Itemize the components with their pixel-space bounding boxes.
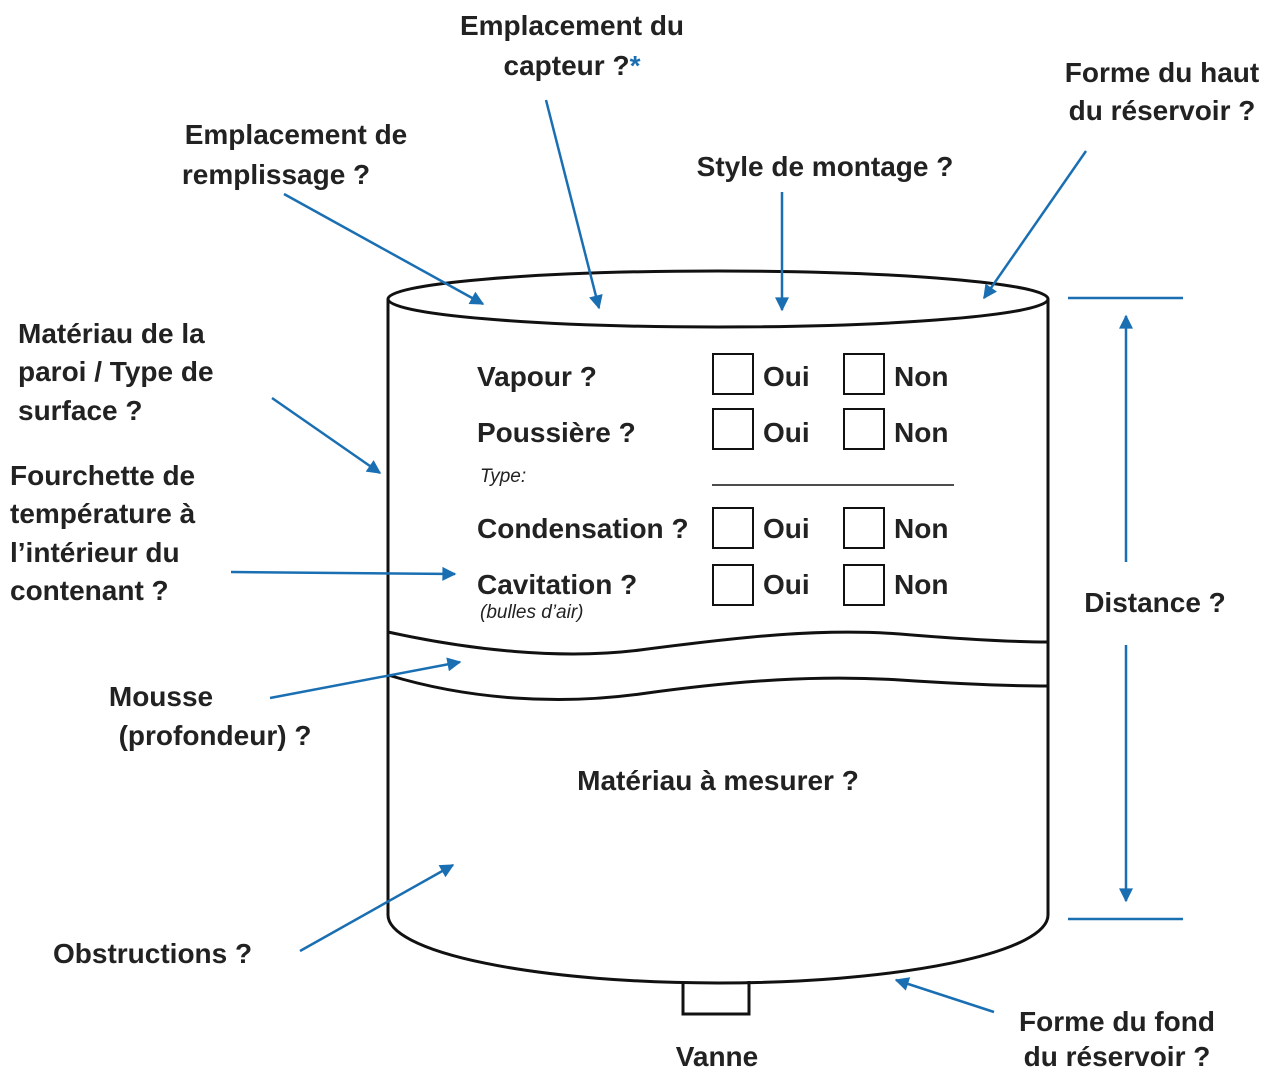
wall-material-label-line3: surface ?	[18, 395, 143, 426]
tank-bottom-curve	[386, 914, 1050, 985]
fill-location-arrow	[283, 192, 485, 306]
distance-label: Distance ?	[1084, 587, 1226, 618]
temperature-label-line3: l’intérieur du	[10, 537, 180, 568]
cavitation-no-label: Non	[894, 569, 948, 600]
sensor-location-label-line1: Emplacement du	[460, 10, 684, 41]
vapour-yes-checkbox[interactable]	[712, 353, 754, 395]
vapour-no-label: Non	[894, 361, 948, 392]
dust-label: Poussière ?	[477, 417, 636, 448]
vapour-no-checkbox[interactable]	[843, 353, 885, 395]
foam-arrow	[269, 657, 462, 700]
cavitation-label: Cavitation ?	[477, 569, 637, 600]
dust-no-checkbox[interactable]	[843, 408, 885, 450]
condensation-no-checkbox[interactable]	[843, 507, 885, 549]
cavitation-yes-checkbox[interactable]	[712, 564, 754, 606]
tank-top-arrow	[982, 150, 1088, 300]
fill-location-label-line2: remplissage ?	[182, 159, 370, 190]
sensor-location-asterisk: *	[630, 50, 641, 81]
sensor-location-arrow	[544, 99, 603, 310]
tank-bottom-arrow	[894, 977, 995, 1014]
valve-label: Vanne	[676, 1041, 758, 1070]
checklist: Vapour ? Oui Non Poussière ? Oui Non Typ…	[477, 353, 954, 623]
vapour-label: Vapour ?	[477, 361, 597, 392]
foam-bottom-wave	[387, 673, 1049, 701]
dust-no-label: Non	[894, 417, 948, 448]
wall-material-label-line2: paroi / Type de	[18, 356, 214, 387]
vapour-yes-label: Oui	[763, 361, 810, 392]
obstructions-label: Obstructions ?	[53, 938, 252, 969]
tank-top-label-line2: du réservoir ?	[1069, 95, 1256, 126]
foam-label-line2: (profondeur) ?	[119, 720, 312, 751]
valve	[681, 981, 751, 1016]
foam-top-wave	[387, 630, 1049, 656]
fill-location-label-line1: Emplacement de	[185, 119, 408, 150]
tank	[386, 269, 1050, 1016]
cavitation-yes-label: Oui	[763, 569, 810, 600]
cavitation-no-checkbox[interactable]	[843, 564, 885, 606]
condensation-no-label: Non	[894, 513, 948, 544]
sensor-location-label-line2: capteur ?*	[504, 50, 641, 81]
obstructions-arrow	[299, 863, 455, 953]
wall-material-label-line1: Matériau de la	[18, 318, 205, 349]
condensation-yes-label: Oui	[763, 513, 810, 544]
foam-label-line1: Mousse	[109, 681, 213, 712]
material-to-measure-label: Matériau à mesurer ?	[577, 765, 859, 796]
temperature-label-line2: température à	[10, 498, 196, 529]
temperature-label-line1: Fourchette de	[10, 460, 195, 491]
tank-bottom-label-line2: du réservoir ?	[1024, 1041, 1211, 1070]
cavitation-note: (bulles d’air)	[480, 602, 583, 623]
dust-yes-label: Oui	[763, 417, 810, 448]
condensation-label: Condensation ?	[477, 513, 689, 544]
tank-top-label-line1: Forme du haut	[1065, 57, 1259, 88]
wall-material-arrow	[271, 396, 382, 475]
temperature-label-line4: contenant ?	[10, 575, 169, 606]
tank-bottom-label-line1: Forme du fond	[1019, 1006, 1215, 1037]
callout-arrows	[230, 99, 1183, 1014]
temperature-arrow	[230, 566, 457, 581]
condensation-yes-checkbox[interactable]	[712, 507, 754, 549]
dust-type-label: Type:	[480, 466, 526, 487]
mounting-style-label: Style de montage ?	[697, 151, 954, 182]
dust-yes-checkbox[interactable]	[712, 408, 754, 450]
tank-top-ellipse	[386, 269, 1050, 329]
callout-labels: Emplacement du capteur ?* Forme du haut …	[10, 10, 1259, 1070]
